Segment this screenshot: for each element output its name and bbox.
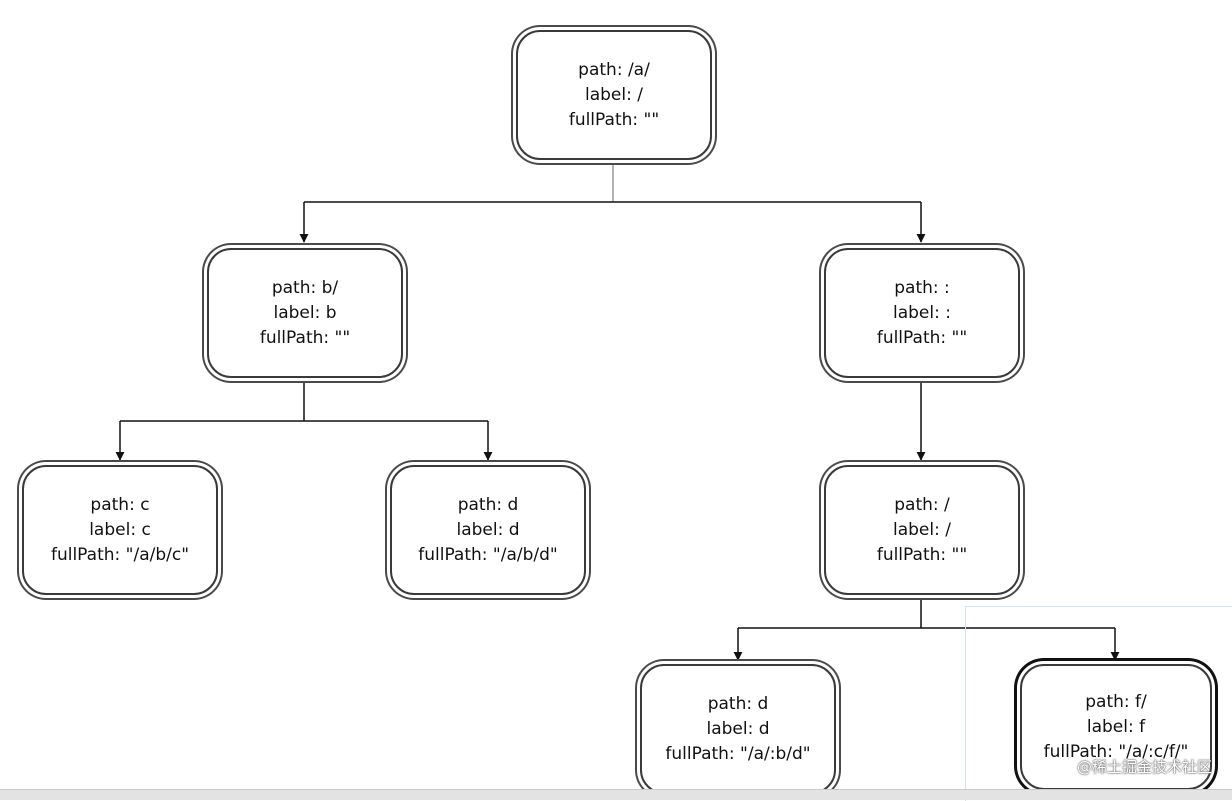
- node-fullpath: fullPath: "": [876, 544, 968, 565]
- node-b[interactable]: path: b/ label: b fullPath: "": [207, 248, 403, 378]
- node-path: path: :: [894, 277, 950, 298]
- node-path: path: /a/: [578, 59, 650, 80]
- node-slash[interactable]: path: / label: / fullPath: "": [824, 465, 1020, 595]
- bottom-scrollbar[interactable]: [0, 789, 1232, 800]
- node-path: path: c: [90, 494, 150, 515]
- node-fullpath: fullPath: "": [568, 109, 660, 130]
- node-label: label: d: [706, 718, 770, 739]
- node-d-under-slash[interactable]: path: d label: d fullPath: "/a/:b/d": [640, 664, 836, 794]
- node-fullpath: fullPath: "": [259, 327, 351, 348]
- node-colon[interactable]: path: : label: : fullPath: "": [824, 248, 1020, 378]
- node-label: label: /: [893, 519, 951, 540]
- node-d-under-b[interactable]: path: d label: d fullPath: "/a/b/d": [390, 465, 586, 595]
- node-path: path: d: [707, 693, 769, 714]
- node-label: label: b: [273, 302, 337, 323]
- node-fullpath: fullPath: "/a/b/c": [50, 544, 190, 565]
- node-label: label: d: [456, 519, 520, 540]
- node-label: label: /: [585, 84, 643, 105]
- node-fullpath: fullPath: "/a/b/d": [418, 544, 558, 565]
- node-root[interactable]: path: /a/ label: / fullPath: "": [516, 30, 712, 160]
- node-fullpath: fullPath: "": [876, 327, 968, 348]
- node-path: path: b/: [271, 277, 339, 298]
- node-path: path: /: [894, 494, 950, 515]
- node-label: label: f: [1086, 716, 1146, 737]
- watermark: @稀土掘金技术社区: [1076, 758, 1212, 776]
- node-c[interactable]: path: c label: c fullPath: "/a/b/c": [22, 465, 218, 595]
- node-path: path: f/: [1085, 691, 1147, 712]
- node-path: path: d: [457, 494, 519, 515]
- node-label: label: :: [893, 302, 951, 323]
- node-label: label: c: [89, 519, 151, 540]
- node-fullpath: fullPath: "/a/:b/d": [665, 743, 811, 764]
- node-fullpath: fullPath: "/a/:c/f/": [1043, 741, 1189, 762]
